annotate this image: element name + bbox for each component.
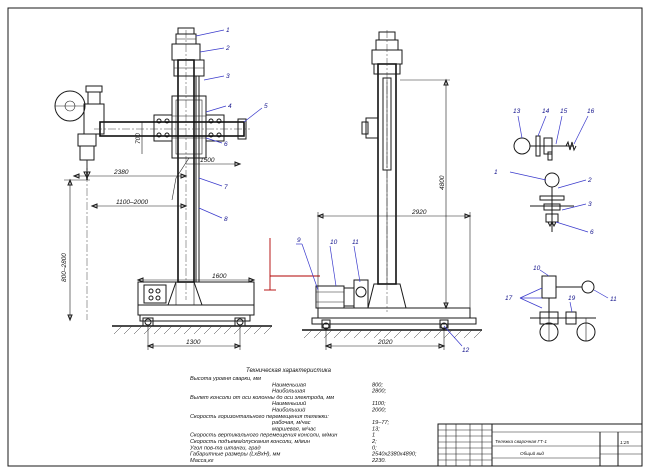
dim-base-upper: 1600 <box>212 273 227 280</box>
callout-2b: 2 <box>587 177 592 184</box>
spec-value: 2; <box>371 439 377 445</box>
spec-label: маршевая, м/час <box>272 426 316 432</box>
spec-value: 13; <box>372 426 380 432</box>
callout-4: 4 <box>228 103 232 110</box>
callout-1: 1 <box>226 27 230 34</box>
gearbox <box>353 279 369 309</box>
side-callouts: 1 2 3 4 5 6 7 8 <box>195 27 268 223</box>
spec-label: Наибольший <box>272 407 305 414</box>
callout-7: 7 <box>224 184 228 191</box>
schematic-mid: 1 2 3 6 <box>494 169 594 236</box>
spec-label: Наименьшая <box>272 382 306 388</box>
callout-6: 6 <box>224 141 228 148</box>
spec-label: Скорость вертикального перемещения консо… <box>190 433 337 439</box>
spec-value: 1 <box>372 433 375 439</box>
spec-label: Скорость подъема/опускания консоли, м/ми… <box>190 439 310 445</box>
callout-3: 3 <box>226 73 230 80</box>
spec-value: 2000; <box>371 408 386 414</box>
callout-1b: 1 <box>494 169 498 176</box>
spec-label: Вылет консоли от оси колонны до оси элек… <box>190 395 334 401</box>
callout-11b: 11 <box>610 296 617 303</box>
spec-label: Масса,кг <box>190 458 214 464</box>
callout-10b: 10 <box>533 265 541 272</box>
schematic-lower: 17 10 11 19 <box>505 265 617 342</box>
callout-16: 16 <box>587 108 595 115</box>
sheet-frame <box>7 7 643 467</box>
schematic-upper: 13 14 15 16 <box>513 108 595 161</box>
title-view: Общий вид <box>520 450 544 456</box>
dim-span-lower: 2020 <box>377 339 393 346</box>
callout-15: 15 <box>560 108 568 115</box>
control-panel <box>143 284 167 304</box>
callout-3b: 3 <box>588 201 592 208</box>
dim-arm-offset: 1500 <box>200 157 215 164</box>
spec-label: рабочая, м/час <box>271 420 311 426</box>
technical-specifications: Техническая характеристика Высота уровня… <box>189 368 417 464</box>
carriage <box>171 95 207 159</box>
callout-6b: 6 <box>590 229 594 236</box>
spec-value: 2540х2380х4890; <box>371 452 417 458</box>
spec-label: Наибольшая <box>272 389 305 395</box>
callout-12: 12 <box>462 347 470 354</box>
spec-label: Скорость горизонтального перемещения тел… <box>190 414 329 420</box>
drive-motor <box>315 285 345 309</box>
callout-11: 11 <box>352 239 359 246</box>
spec-value: 2230. <box>371 458 386 464</box>
title-name: Тележка сварочная ГТ-1 <box>495 439 547 444</box>
callout-10: 10 <box>330 239 338 246</box>
front-callouts: 9 10 11 12 <box>296 237 470 354</box>
dim-height-range: 800–2800 <box>61 253 68 282</box>
spec-label: Габаритные размеры (LxBxH), мм <box>190 452 280 458</box>
spec-value: 800; <box>372 382 383 388</box>
dim-base-lower: 1300 <box>186 339 201 346</box>
spec-value: 2800; <box>371 389 386 395</box>
specs-title: Техническая характеристика <box>246 368 332 374</box>
title-block: Тележка сварочная ГТ-1 Общий вид 1:25 <box>437 423 643 467</box>
side-view: 2380 1500 1100–2000 800–2800 1600 1300 7… <box>54 27 273 350</box>
spec-value: 1100; <box>372 401 386 407</box>
spec-label: Наименьший <box>272 400 306 407</box>
spec-label: Угол пов-та штанги, град <box>189 445 261 451</box>
dim-span-upper: 2920 <box>411 209 427 216</box>
dim-travel-range: 1100–2000 <box>116 199 148 206</box>
callout-13: 13 <box>513 108 521 115</box>
callout-5: 5 <box>264 103 268 110</box>
callout-2: 2 <box>225 45 230 52</box>
callout-14: 14 <box>542 108 550 115</box>
spec-label: Высота уровня сварки, мм <box>190 376 261 382</box>
dim-boom-reach: 2380 <box>113 169 129 176</box>
front-view: 4800 2920 2020 9 10 11 12 <box>264 30 483 354</box>
callout-9: 9 <box>297 237 301 244</box>
title-scale: 1:25 <box>620 440 629 445</box>
welding-head <box>83 103 105 135</box>
spec-value: 19–77; <box>372 420 390 426</box>
dim-column-mark: 700 <box>135 133 142 144</box>
callout-19: 19 <box>568 295 576 302</box>
dim-overall-height: 4800 <box>439 175 446 190</box>
spec-value: 0; <box>372 445 377 451</box>
callout-17: 17 <box>505 295 513 302</box>
callout-8: 8 <box>224 216 228 223</box>
